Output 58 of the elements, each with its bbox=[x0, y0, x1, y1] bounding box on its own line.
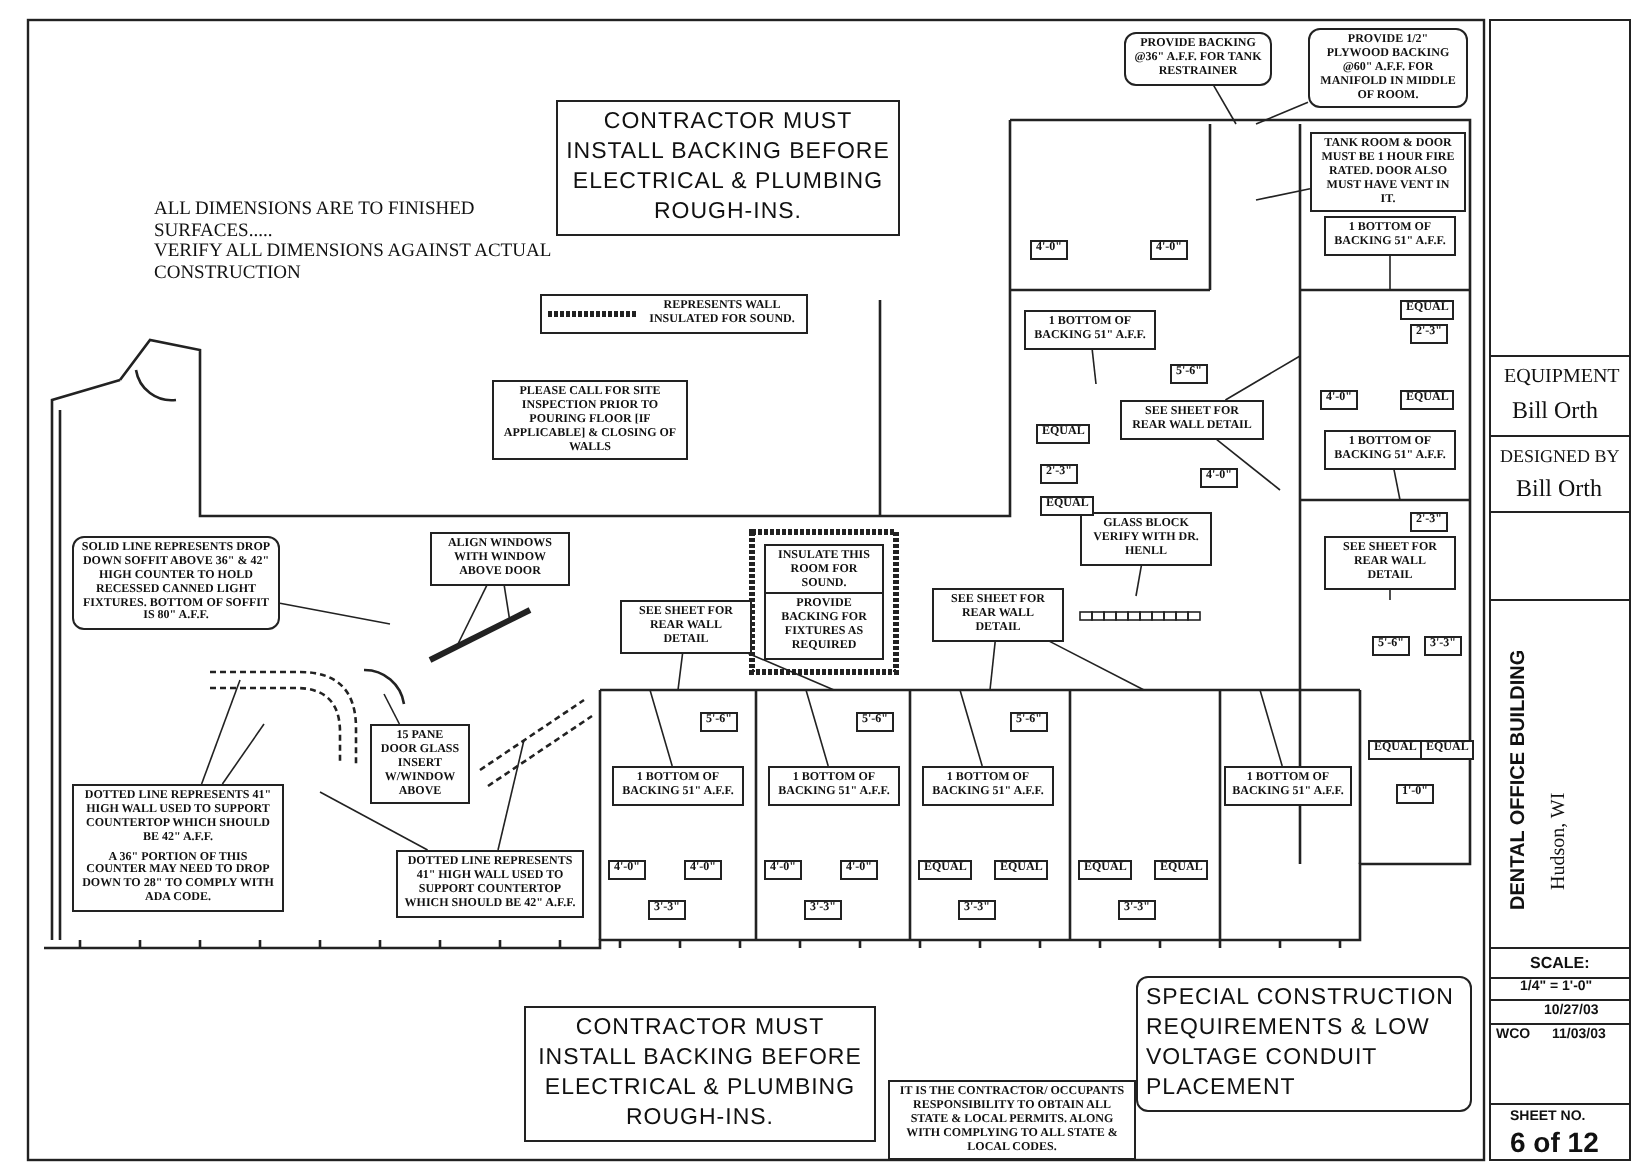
leader-line bbox=[1048, 640, 1145, 691]
leader-line bbox=[1389, 588, 1391, 601]
title-block-text: EQUIPMENT bbox=[1504, 366, 1620, 388]
note-callout bbox=[1324, 216, 1456, 256]
leader-line bbox=[989, 640, 996, 691]
leader-line bbox=[1255, 101, 1309, 125]
title-block-text: Bill Orth bbox=[1516, 474, 1603, 504]
note-callout bbox=[524, 1006, 876, 1142]
leader-line bbox=[747, 652, 835, 691]
title-block-text: DESIGNED BY bbox=[1500, 446, 1620, 466]
note-callout bbox=[922, 766, 1054, 806]
leader-line bbox=[959, 689, 983, 767]
title-block-text: SCALE: bbox=[1530, 954, 1590, 972]
leader-line bbox=[200, 679, 241, 785]
note-text: CONTRACTOR MUST INSTALL BACKING BEFORE ELECTRICAL & PLUMBING ROUGH-INS. bbox=[566, 108, 890, 228]
leader-line bbox=[319, 791, 429, 851]
leader-line bbox=[1224, 355, 1301, 401]
leader-line bbox=[383, 693, 401, 725]
note-text: VERIFY ALL DIMENSIONS AGAINST ACTUAL CONSTRUCTION bbox=[154, 242, 553, 286]
project-title: DENTAL OFFICE BUILDING bbox=[1508, 649, 1530, 910]
note-callout bbox=[612, 766, 744, 806]
note-text: ALL DIMENSIONS ARE TO FINISHED SURFACES..... bbox=[154, 200, 477, 243]
note-callout bbox=[1324, 536, 1456, 590]
title-block-text: Bill Orth bbox=[1512, 396, 1599, 426]
note-callout bbox=[1136, 976, 1472, 1112]
note-callout bbox=[72, 784, 284, 913]
leader-line bbox=[455, 584, 488, 649]
note-callout bbox=[1324, 430, 1456, 470]
leader-line bbox=[221, 723, 265, 785]
leader-line bbox=[497, 739, 525, 851]
note-callout bbox=[1024, 310, 1156, 350]
note-text: SPECIAL CONSTRUCTION REQUIREMENTS & LOW VOLTAGE CONDUIT PLACEMENT bbox=[1146, 984, 1456, 1104]
leader-line bbox=[1393, 468, 1401, 501]
leader-line bbox=[1389, 254, 1391, 291]
leader-line bbox=[1259, 689, 1283, 767]
note-callout bbox=[430, 532, 570, 586]
note-text: CONTRACTOR MUST INSTALL BACKING BEFORE ELECTRICAL & PLUMBING ROUGH-INS. bbox=[536, 1014, 864, 1134]
leader-line bbox=[649, 689, 673, 767]
note-callout bbox=[1080, 512, 1212, 566]
leader-line bbox=[1135, 564, 1143, 597]
note-callout bbox=[540, 294, 808, 334]
leader-line bbox=[1255, 188, 1311, 201]
sheet-number: 6 of 12 bbox=[1510, 1126, 1599, 1158]
note-callout bbox=[932, 588, 1064, 642]
leader-line bbox=[1091, 348, 1097, 385]
note-callout bbox=[1124, 32, 1272, 86]
leader-line bbox=[1216, 438, 1281, 491]
note-callout bbox=[620, 600, 752, 654]
note-callout bbox=[764, 592, 884, 660]
leader-line bbox=[503, 584, 511, 623]
note-callout bbox=[768, 766, 900, 806]
leader-line bbox=[805, 689, 829, 767]
leader-line bbox=[279, 602, 391, 625]
note-callout bbox=[1224, 766, 1352, 806]
note-callout bbox=[1120, 400, 1264, 440]
leader-line bbox=[1212, 84, 1237, 125]
project-title: Hudson, WI bbox=[1548, 792, 1570, 890]
leader-line bbox=[677, 652, 684, 691]
